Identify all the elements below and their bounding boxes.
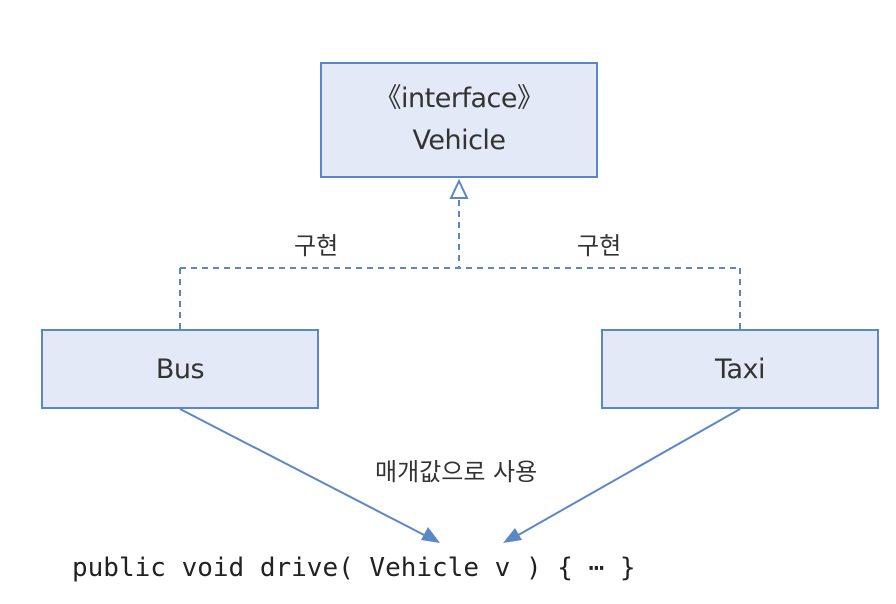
realization-arrowhead — [449, 178, 469, 199]
implements-connector — [179, 200, 741, 329]
usage-arrowhead-bus — [421, 527, 440, 543]
implements-label-right: 구현 — [577, 232, 622, 260]
method-signature-code: public void drive( Vehicle v ) { ⋯ } — [72, 553, 636, 583]
class-box-bus: Bus — [41, 329, 319, 409]
class-name-taxi: Taxi — [714, 353, 766, 385]
interface-name: Vehicle — [412, 125, 506, 156]
param-usage-label: 매개값으로 사용 — [375, 458, 538, 486]
class-name-bus: Bus — [155, 353, 205, 385]
usage-arrows — [179, 408, 741, 539]
class-box-taxi: Taxi — [601, 329, 879, 409]
usage-arrowhead-taxi — [503, 528, 522, 543]
interface-box-vehicle: 《interface》 Vehicle — [320, 62, 598, 178]
interface-stereotype: 《interface》 — [374, 83, 544, 114]
implements-label-left: 구현 — [294, 232, 339, 260]
usage-arrow-taxi — [512, 408, 741, 539]
usage-arrow-bus — [179, 408, 431, 539]
